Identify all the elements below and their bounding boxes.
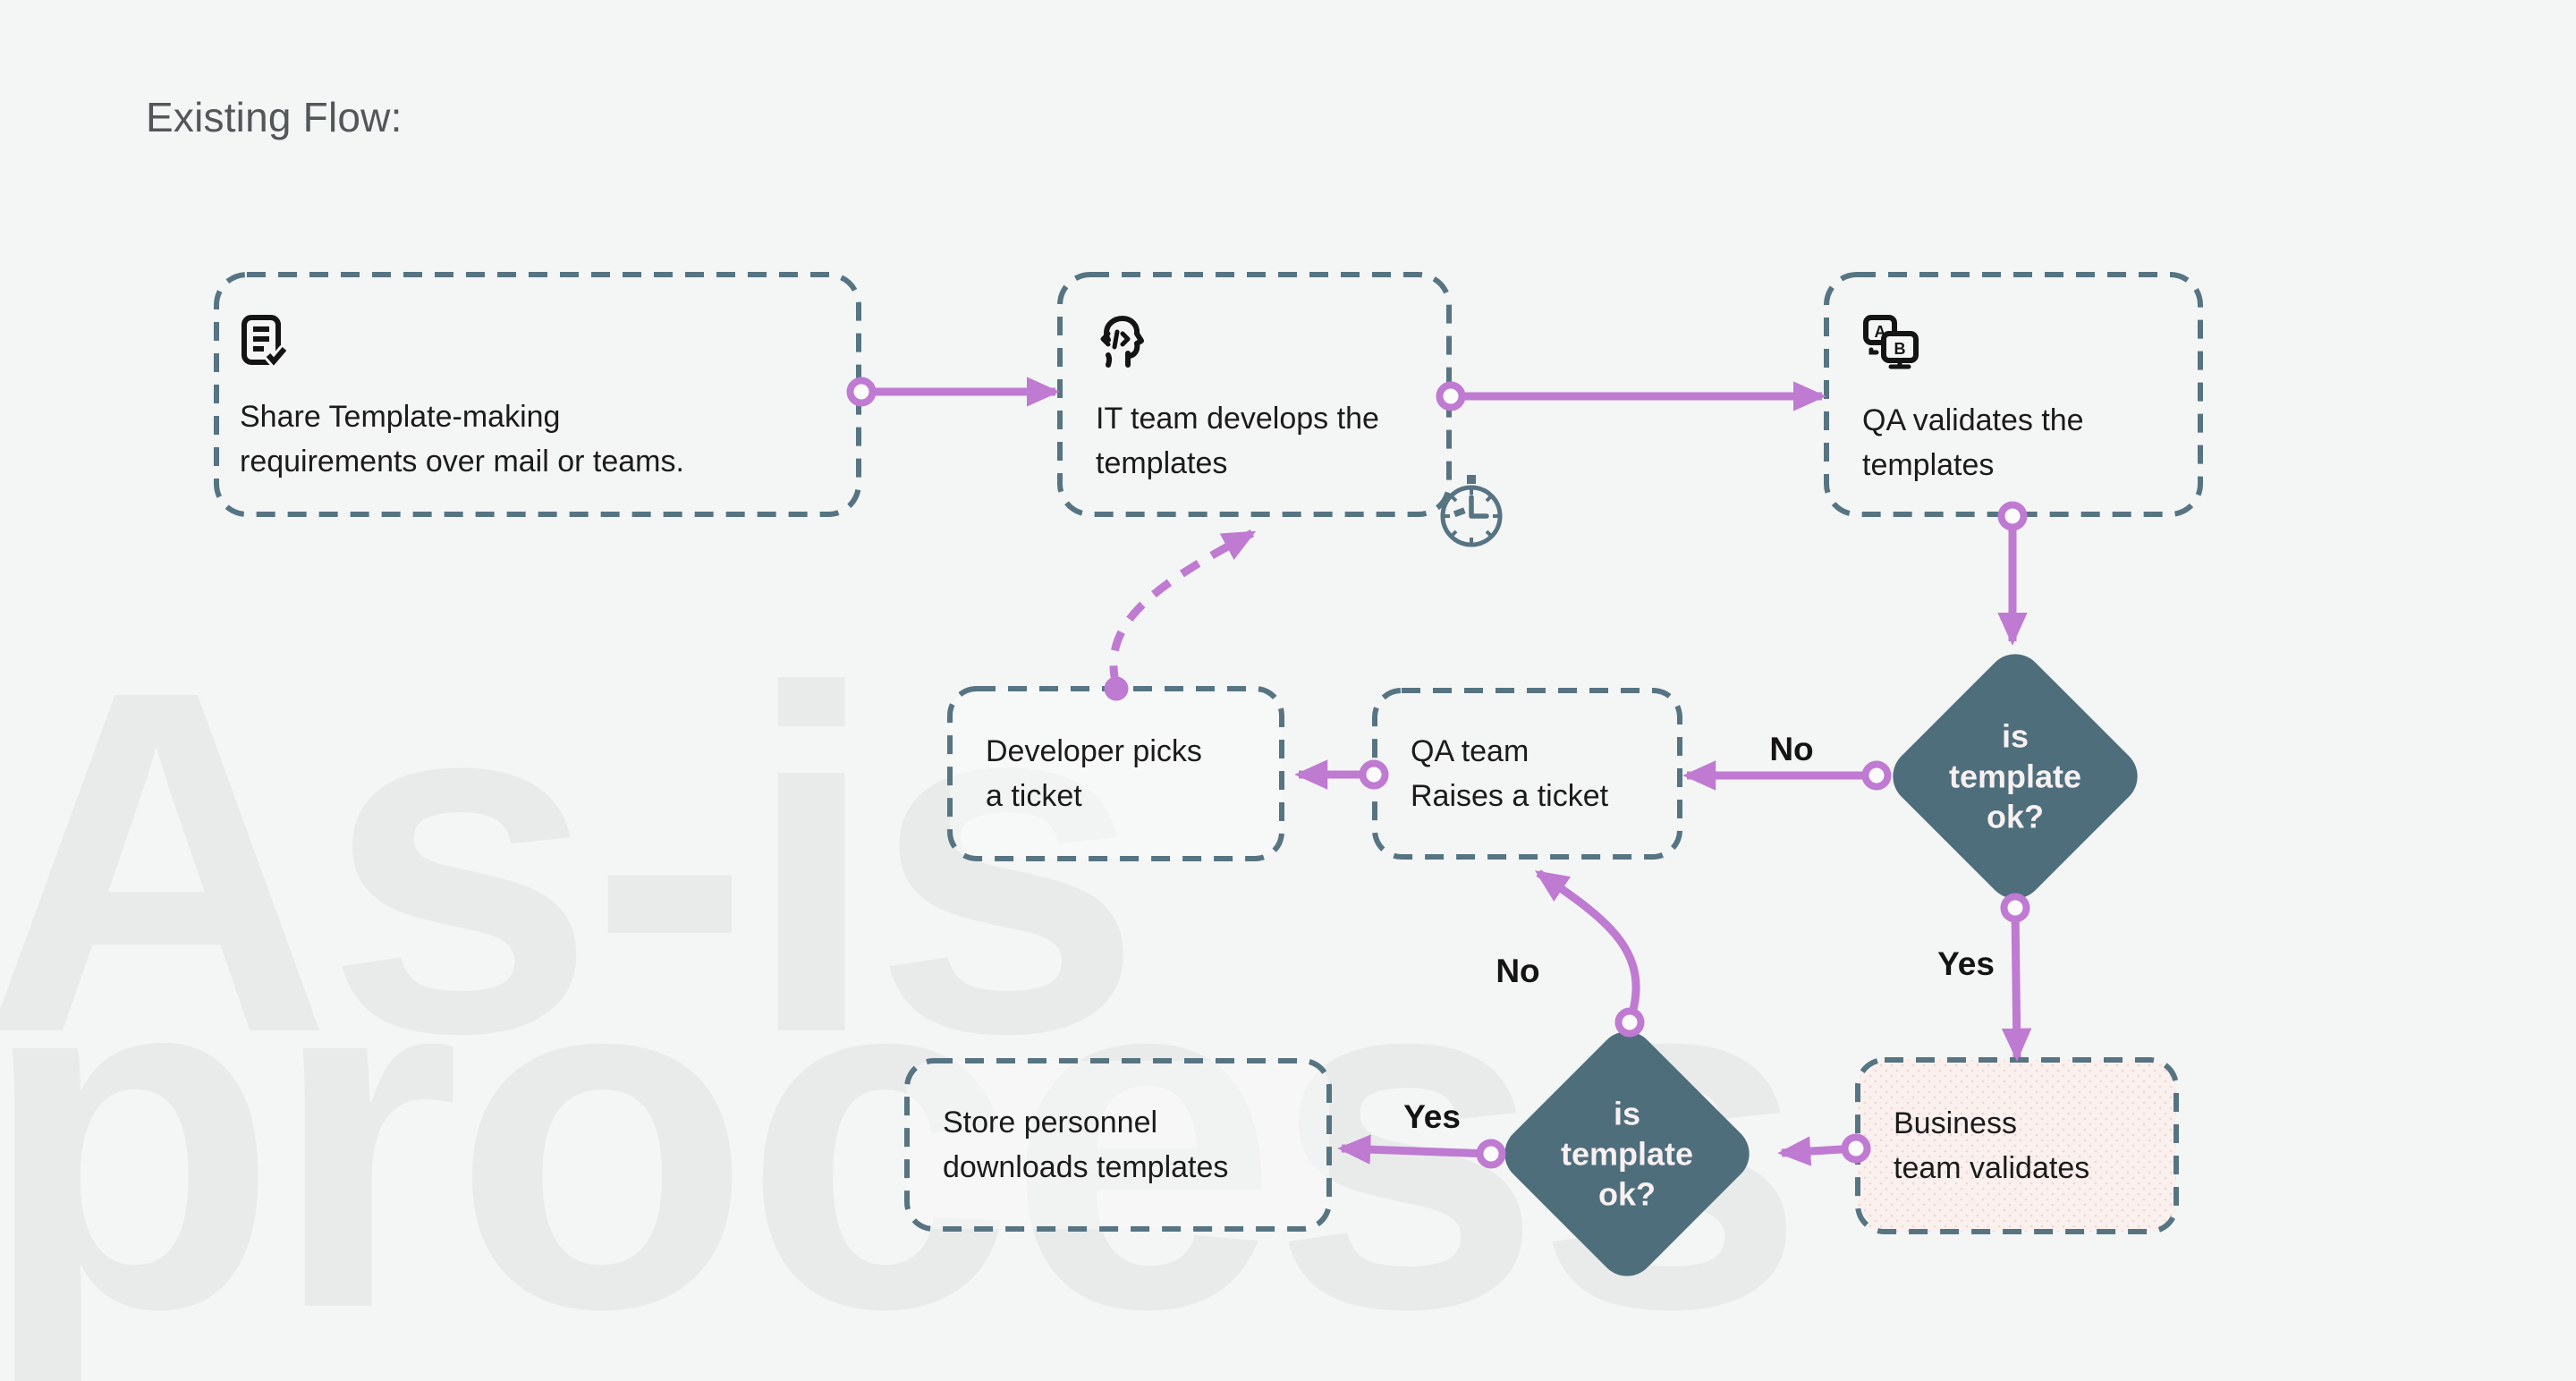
node-label: downloads templates — [943, 1150, 1229, 1184]
node-share-requirements: Share Template-making requirements over … — [216, 275, 918, 554]
decision-line: template — [1948, 758, 2082, 795]
node-label: templates — [1096, 446, 1228, 480]
connector-dot — [1861, 760, 1892, 791]
watermark-line-1: As-is — [0, 590, 1143, 1134]
connector-dot — [1436, 381, 1466, 411]
edge-decision1-yes-to-business — [2001, 907, 2032, 1062]
connector-dot — [1841, 1133, 1871, 1164]
connector-dot — [846, 377, 877, 407]
node-label: templates — [1862, 448, 1995, 482]
edge-label-no-1: No — [1769, 731, 1814, 767]
head-code-icon — [1096, 314, 1485, 368]
node-qa-raises: QA team Raises a ticket — [1375, 690, 1751, 857]
node-qa-validates: A B QA validates the templates — [1826, 275, 2272, 554]
connector-dot — [1476, 1139, 1506, 1169]
node-it-develops: IT team develops the templates — [1060, 275, 1521, 554]
node-label: QA team — [1411, 734, 1530, 768]
decision-line: is — [2001, 717, 2029, 755]
connector-filled-dot — [1104, 676, 1129, 701]
decision-line: is — [1613, 1095, 1641, 1132]
edge-decision2-no-to-qaraises — [1534, 869, 1640, 1024]
decision-2-label: is template ok? — [1529, 1094, 1725, 1215]
connector-dot — [2000, 893, 2030, 923]
node-label: a ticket — [986, 779, 1082, 813]
diamond-decision-1 — [1893, 654, 2138, 899]
box-it-develops — [1057, 272, 1452, 517]
connector-dot — [1997, 501, 2028, 531]
node-label: Raises a ticket — [1411, 779, 1609, 813]
clock-icon — [1440, 475, 1503, 547]
node-label: Share Template-making — [240, 400, 561, 434]
page-title: Existing Flow: — [146, 94, 402, 140]
decision-line: ok? — [1597, 1175, 1656, 1213]
svg-text:B: B — [1894, 340, 1906, 358]
node-label: Business — [1894, 1106, 2017, 1140]
node-label: Store personnel — [943, 1106, 1158, 1140]
edge-label-yes-1: Yes — [1937, 945, 1995, 982]
connector-dot — [1359, 759, 1389, 790]
edge-developer-to-develop-dashed — [1109, 530, 1257, 687]
box-store-downloads — [904, 1058, 1332, 1232]
edge-decision2-yes-to-store — [1337, 1134, 1492, 1165]
node-label: QA validates the — [1862, 403, 2084, 437]
node-label: requirements over mail or teams. — [240, 445, 684, 479]
box-share-requirements — [214, 272, 861, 517]
node-developer-picks: Developer picks a ticket — [950, 689, 1353, 859]
decision-line: template — [1560, 1135, 1694, 1173]
connector-rings — [846, 377, 2030, 1169]
node-label: IT team develops the — [1096, 402, 1379, 436]
decision-line: ok? — [1986, 798, 2044, 835]
decision-1-label: is template ok? — [1917, 716, 2114, 837]
node-label: team validates — [1894, 1151, 2090, 1185]
edge-label-no-2: No — [1496, 953, 1540, 989]
edge-label-yes-2: Yes — [1403, 1098, 1461, 1135]
diamond-decision-2 — [1504, 1031, 1750, 1276]
connector-dot — [1614, 1007, 1645, 1038]
box-qa-validates — [1824, 272, 2203, 517]
watermark-line-2: process — [0, 866, 1806, 1381]
node-store-downloads: Store personnel downloads templates — [907, 1061, 1401, 1229]
ab-test-icon: A B — [1862, 314, 2236, 369]
node-business-validates: Business team validates — [1858, 1060, 2248, 1232]
document-check-icon — [240, 314, 882, 366]
node-label: Developer picks — [986, 734, 1202, 768]
